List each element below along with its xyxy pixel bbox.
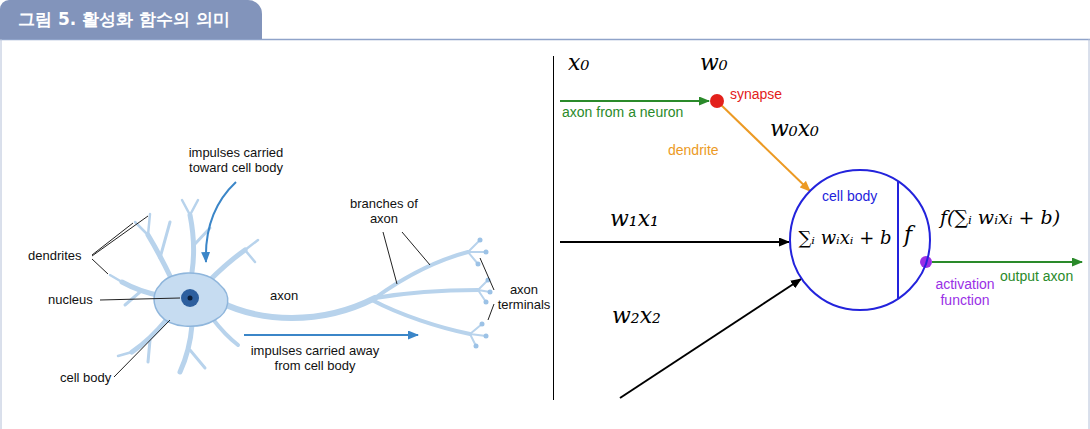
panel-border [1089,39,1090,429]
terminal-bulbs [474,238,493,349]
callout-label: dendrites [28,248,81,263]
weighted-sum: ∑ᵢ wᵢxᵢ + b [798,226,891,250]
dendrite-branch [190,215,194,272]
dendrite-branch [182,200,190,215]
synapse-dot [710,94,724,108]
axon-terminal [468,240,486,264]
dendrite-branch [148,214,150,235]
impulse-arrow [206,182,236,262]
terminal-bulb [484,334,489,339]
product-symbol: w₂x₂ [612,303,661,329]
input-symbol: x₀ [568,50,589,76]
terminal-bulb [484,250,489,255]
callout-label: axon terminals [496,282,552,312]
input-line [620,279,801,398]
dendrite-branch [245,250,255,262]
leader-line [92,259,108,274]
leader-line [92,223,133,255]
dendrite-line [717,101,810,191]
product-symbol: w₀x₀ [770,116,819,142]
axon-label: axon from a neuron [562,104,683,120]
cell-body-label: cell body [822,188,877,204]
title-tab: 그림 5. 활성화 함수의 의미 [0,0,262,39]
leader-line [92,216,148,256]
leader-line [114,320,170,377]
divider-line [553,56,554,400]
activation-divider [897,181,899,299]
axon-branch [375,290,478,298]
leader-line [402,232,430,265]
weight-symbol: w₀ [700,50,728,76]
dendrite-branch [125,292,140,305]
leader-line [488,304,494,320]
dendrite-branch [190,350,205,368]
cell-body-outline [790,170,930,310]
output-axon-line [932,261,1082,263]
neuron-drawing [110,200,490,372]
activation-symbol: f [904,222,912,248]
nucleolus [188,296,193,301]
synapse-label: synapse [730,86,782,102]
callout-label: impulses carried away from cell body [240,343,390,373]
terminal-bulb [474,344,479,349]
terminal-bulb [476,262,481,267]
activation-label: activation function [926,276,1004,308]
axon-label: output axon [1000,268,1073,284]
output-formula: f(∑ᵢ wᵢxᵢ + b) [940,204,1060,230]
dendrite-branch [148,340,150,362]
terminal-bulb [484,300,489,305]
callout-label: axon [270,288,298,303]
leader-line [480,258,494,290]
nucleus-shape [181,289,199,307]
terminal-bulb [488,290,493,295]
product-symbol: w₁x₁ [610,206,659,232]
dendrite-label: dendrite [668,142,719,158]
dendrite-branch [245,240,258,250]
terminal-bulb [480,322,485,327]
cell-body-circle: cell body ∑ᵢ wᵢxᵢ + b f [788,168,932,312]
soma [154,273,228,326]
leader-lines [92,216,494,377]
terminal-bulb [478,238,483,243]
dendrite-branch [118,352,132,356]
axon-branch [372,300,470,334]
callout-label: impulses carried toward cell body [178,145,294,175]
dendrite-branch [190,200,198,215]
callout-label: branches of axon [348,196,420,226]
dendrite-branch [180,325,192,372]
figure-title: 그림 5. 활성화 함수의 의미 [18,0,230,39]
axon-terminal [470,324,486,346]
dendrite-branch [210,250,245,280]
leader-line [100,298,180,300]
dendrite-branch [212,318,238,345]
callout-label: cell body [60,370,111,385]
dendrite-branch [160,222,170,258]
panel-border [1,39,2,429]
leader-line [383,232,397,284]
callout-label: nucleus [48,292,93,307]
dendrite-branch [110,275,122,282]
input-line [560,241,789,243]
impulse-arrow [244,334,418,336]
input-axon-line [560,100,709,102]
